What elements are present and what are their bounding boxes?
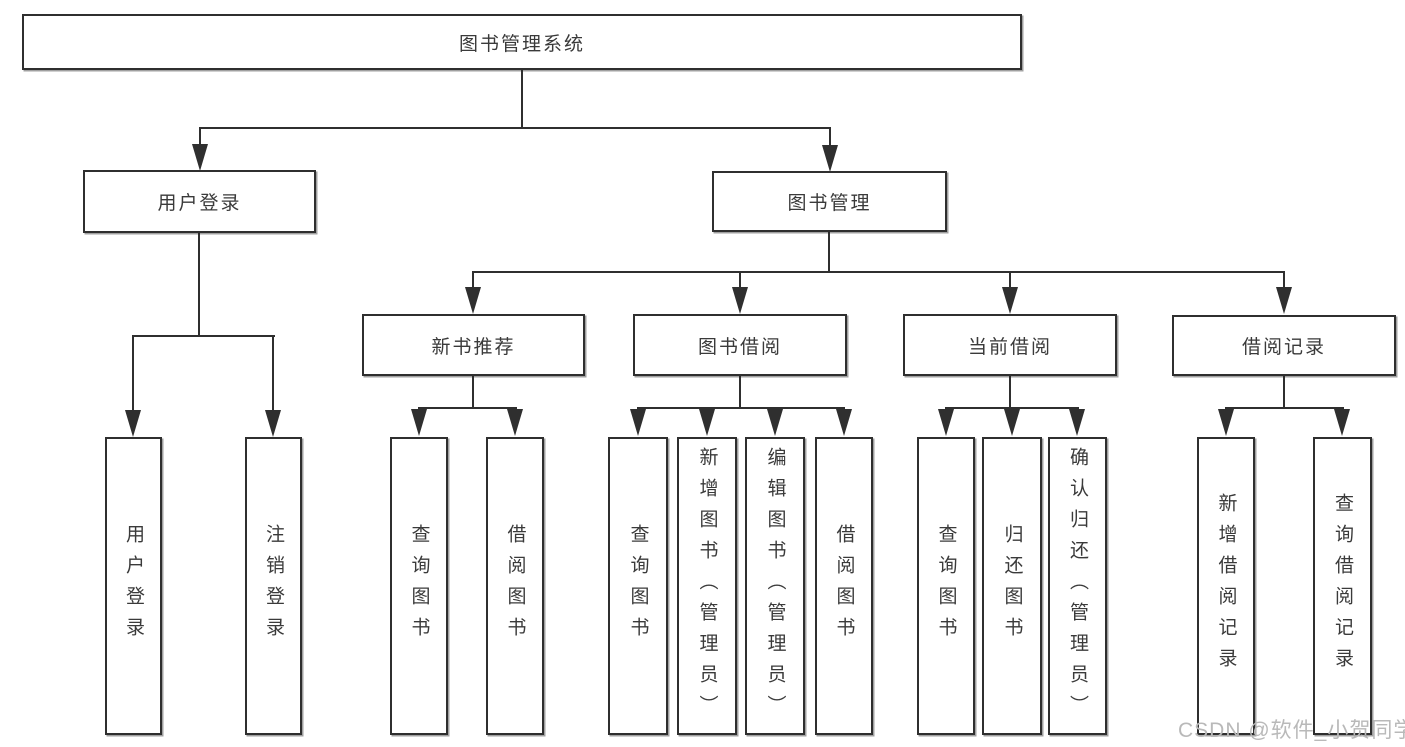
arrowhead-borrow-record bbox=[1276, 287, 1292, 314]
arrowhead-cb-query bbox=[938, 409, 954, 436]
watermark-text: CSDN @软件_小贺同学 bbox=[1178, 719, 1405, 742]
arrowhead-nb-query bbox=[411, 409, 427, 436]
connector-book-mgmt-stem bbox=[828, 232, 830, 273]
connector-drop-new-book bbox=[472, 271, 474, 289]
arrowhead-user-login bbox=[192, 144, 208, 171]
connector-root-stem bbox=[521, 70, 523, 128]
arrowhead-new-book bbox=[465, 287, 481, 314]
arrowhead-login-leaf bbox=[125, 410, 141, 437]
node-leaf-logout: 注销登录 bbox=[245, 437, 302, 735]
node-user-login: 用户登录 bbox=[83, 170, 316, 233]
connector-drop-current-borrow bbox=[1009, 271, 1011, 289]
connector-drop-borrow-record bbox=[1283, 271, 1285, 289]
node-leaf-cb-query-books: 查询图书 bbox=[917, 437, 975, 735]
node-leaf-bb-edit-books-admin: 编辑图书（管理员） bbox=[745, 437, 805, 735]
connector-current-borrow-stem bbox=[1009, 376, 1011, 409]
arrowhead-book-borrow bbox=[732, 287, 748, 314]
arrowhead-current-borrow bbox=[1002, 287, 1018, 314]
node-book-mgmt: 图书管理 bbox=[712, 171, 947, 232]
node-leaf-br-query-record: 查询借阅记录 bbox=[1313, 437, 1372, 735]
connector-drop-logout-leaf bbox=[272, 335, 274, 412]
node-leaf-nb-borrow-books: 借阅图书 bbox=[486, 437, 544, 735]
arrowhead-bb-query bbox=[630, 409, 646, 436]
node-leaf-user-login: 用户登录 bbox=[105, 437, 162, 735]
node-book-borrow: 图书借阅 bbox=[633, 314, 847, 376]
connector-new-book-bus bbox=[418, 407, 517, 409]
arrowhead-nb-borrow bbox=[507, 409, 523, 436]
connector-user-login-stem bbox=[198, 233, 200, 337]
connector-new-book-stem bbox=[472, 376, 474, 409]
node-leaf-cb-return-books: 归还图书 bbox=[982, 437, 1042, 735]
node-current-borrow: 当前借阅 bbox=[903, 314, 1117, 376]
arrowhead-br-query bbox=[1334, 409, 1350, 436]
arrowhead-logout-leaf bbox=[265, 410, 281, 437]
node-leaf-br-add-record: 新增借阅记录 bbox=[1197, 437, 1255, 735]
node-new-book-rec: 新书推荐 bbox=[362, 314, 585, 376]
arrowhead-book-mgmt bbox=[822, 145, 838, 172]
connector-borrow-record-stem bbox=[1283, 376, 1285, 409]
node-leaf-bb-add-books-admin: 新增图书（管理员） bbox=[677, 437, 737, 735]
arrowhead-bb-borrow bbox=[836, 409, 852, 436]
node-leaf-cb-confirm-return-admin: 确认归还（管理员） bbox=[1048, 437, 1107, 735]
arrowhead-cb-return bbox=[1004, 409, 1020, 436]
connector-book-borrow-bus bbox=[637, 407, 845, 409]
connector-drop-book-mgmt bbox=[829, 127, 831, 147]
connector-drop-login-leaf bbox=[132, 335, 134, 412]
arrowhead-bb-edit bbox=[767, 409, 783, 436]
connector-level1-bus bbox=[199, 127, 831, 129]
node-leaf-bb-borrow-books: 借阅图书 bbox=[815, 437, 873, 735]
node-root: 图书管理系统 bbox=[22, 14, 1022, 70]
connector-level3-bus bbox=[472, 271, 1285, 273]
node-borrow-record: 借阅记录 bbox=[1172, 315, 1396, 376]
node-leaf-nb-query-books: 查询图书 bbox=[390, 437, 448, 735]
connector-drop-book-borrow bbox=[739, 271, 741, 289]
arrowhead-bb-add bbox=[699, 409, 715, 436]
connector-user-login-bus bbox=[132, 335, 275, 337]
connector-borrow-record-bus bbox=[1225, 407, 1344, 409]
node-leaf-bb-query-books: 查询图书 bbox=[608, 437, 668, 735]
arrowhead-br-add bbox=[1218, 409, 1234, 436]
arrowhead-cb-confirm bbox=[1069, 409, 1085, 436]
connector-current-borrow-bus bbox=[945, 407, 1079, 409]
connector-drop-user-login bbox=[199, 127, 201, 146]
connector-book-borrow-stem bbox=[739, 376, 741, 409]
